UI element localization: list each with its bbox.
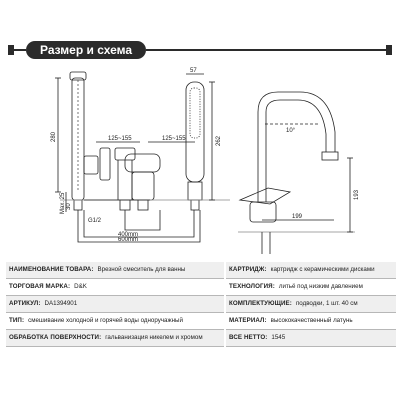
spec-row: НАИМЕНОВАНИЕ ТОВАРА:Врезной смеситель дл… [6,262,224,279]
spec-value: смешивание холодной и горячей воды однор… [28,317,183,324]
spec-key: КАРТРИДЖ: [229,266,267,273]
dim-262: 262 [216,135,222,146]
dim-199: 199 [292,214,303,220]
spec-value: высококачественный латунь [270,317,353,324]
spec-column-left: НАИМЕНОВАНИЕ ТОВАРА:Врезной смеситель дл… [6,262,224,347]
section-title: Размер и схема [26,41,146,59]
spec-row: ТЕХНОЛОГИЯ:литьё под низким давлением [226,279,396,296]
dim-600mm: 600mm [118,237,138,243]
spec-value: 1545 [271,334,286,341]
dim-400mm: 400mm [118,232,138,238]
spec-row: ТИП:смешивание холодной и горячей воды о… [6,313,224,330]
spout-side-view [69,71,99,211]
spec-row: ОБРАБОТКА ПОВЕРХНОСТИ:гальванизация нике… [6,330,224,347]
spec-key: НАИМЕНОВАНИЕ ТОВАРА: [9,266,94,273]
dim-g12: G1/2 [88,218,102,224]
hoses [77,210,201,243]
spout-front-view [238,91,355,254]
dim-125-right: 125~155 [162,136,186,142]
spec-key: МАТЕРИАЛ: [229,317,267,324]
spec-column-right: КАРТРИДЖ:картридж с керамическими дискам… [226,262,396,347]
spec-key: КОМПЛЕКТУЮЩИЕ: [229,300,292,307]
dim-30: 30 [66,203,72,210]
spec-table: НАИМЕНОВАНИЕ ТОВАРА:Врезной смеситель дл… [0,262,400,352]
spec-key: ВСЕ НЕТТО: [229,334,268,341]
dim-57: 57 [190,68,197,74]
spec-key: ТЕХНОЛОГИЯ: [229,283,275,290]
header-cap-right [386,45,392,55]
spec-value: гальванизация никелем и хромом [105,334,203,341]
spec-key: ОБРАБОТКА ПОВЕРХНОСТИ: [9,334,102,341]
spec-key: АРТИКУЛ: [9,300,41,307]
shower-handset [185,81,205,211]
spec-value: D&K [74,283,87,290]
spec-row: КАРТРИДЖ:картридж с керамическими дискам… [226,262,396,279]
handle-view [99,147,136,211]
header-line-right [146,49,392,51]
spec-row: ТОРГОВАЯ МАРКА:D&K [6,279,224,296]
technical-drawing: 280 Max. 25 30 125~155 125~155 57 262 G1… [51,68,360,254]
section-header: Размер и схема [8,40,392,60]
dim-280: 280 [51,131,57,142]
dim-max25: Max. 25 [60,192,66,214]
dim-10deg: 10° [286,128,296,134]
spec-row: МАТЕРИАЛ:высококачественный латунь [226,313,396,330]
spec-row: КОМПЛЕКТУЮЩИЕ:подводки, 1 шт. 40 см [226,296,396,313]
spec-row: АРТИКУЛ:DA1394901 [6,296,224,313]
header-line-left [8,49,26,51]
spec-value: подводки, 1 шт. 40 см [295,300,358,307]
dim-193: 193 [354,189,360,200]
spec-value: Врезной смеситель для ванны [97,266,186,273]
spec-value: литьё под низким давлением [278,283,363,290]
spec-value: картридж с керамическими дисками [270,266,375,273]
dim-125-left: 125~155 [108,136,132,142]
spec-key: ТОРГОВАЯ МАРКА: [9,283,71,290]
spec-key: ТИП: [9,317,25,324]
spec-row: ВСЕ НЕТТО:1545 [226,330,396,347]
spec-value: DA1394901 [44,300,78,307]
